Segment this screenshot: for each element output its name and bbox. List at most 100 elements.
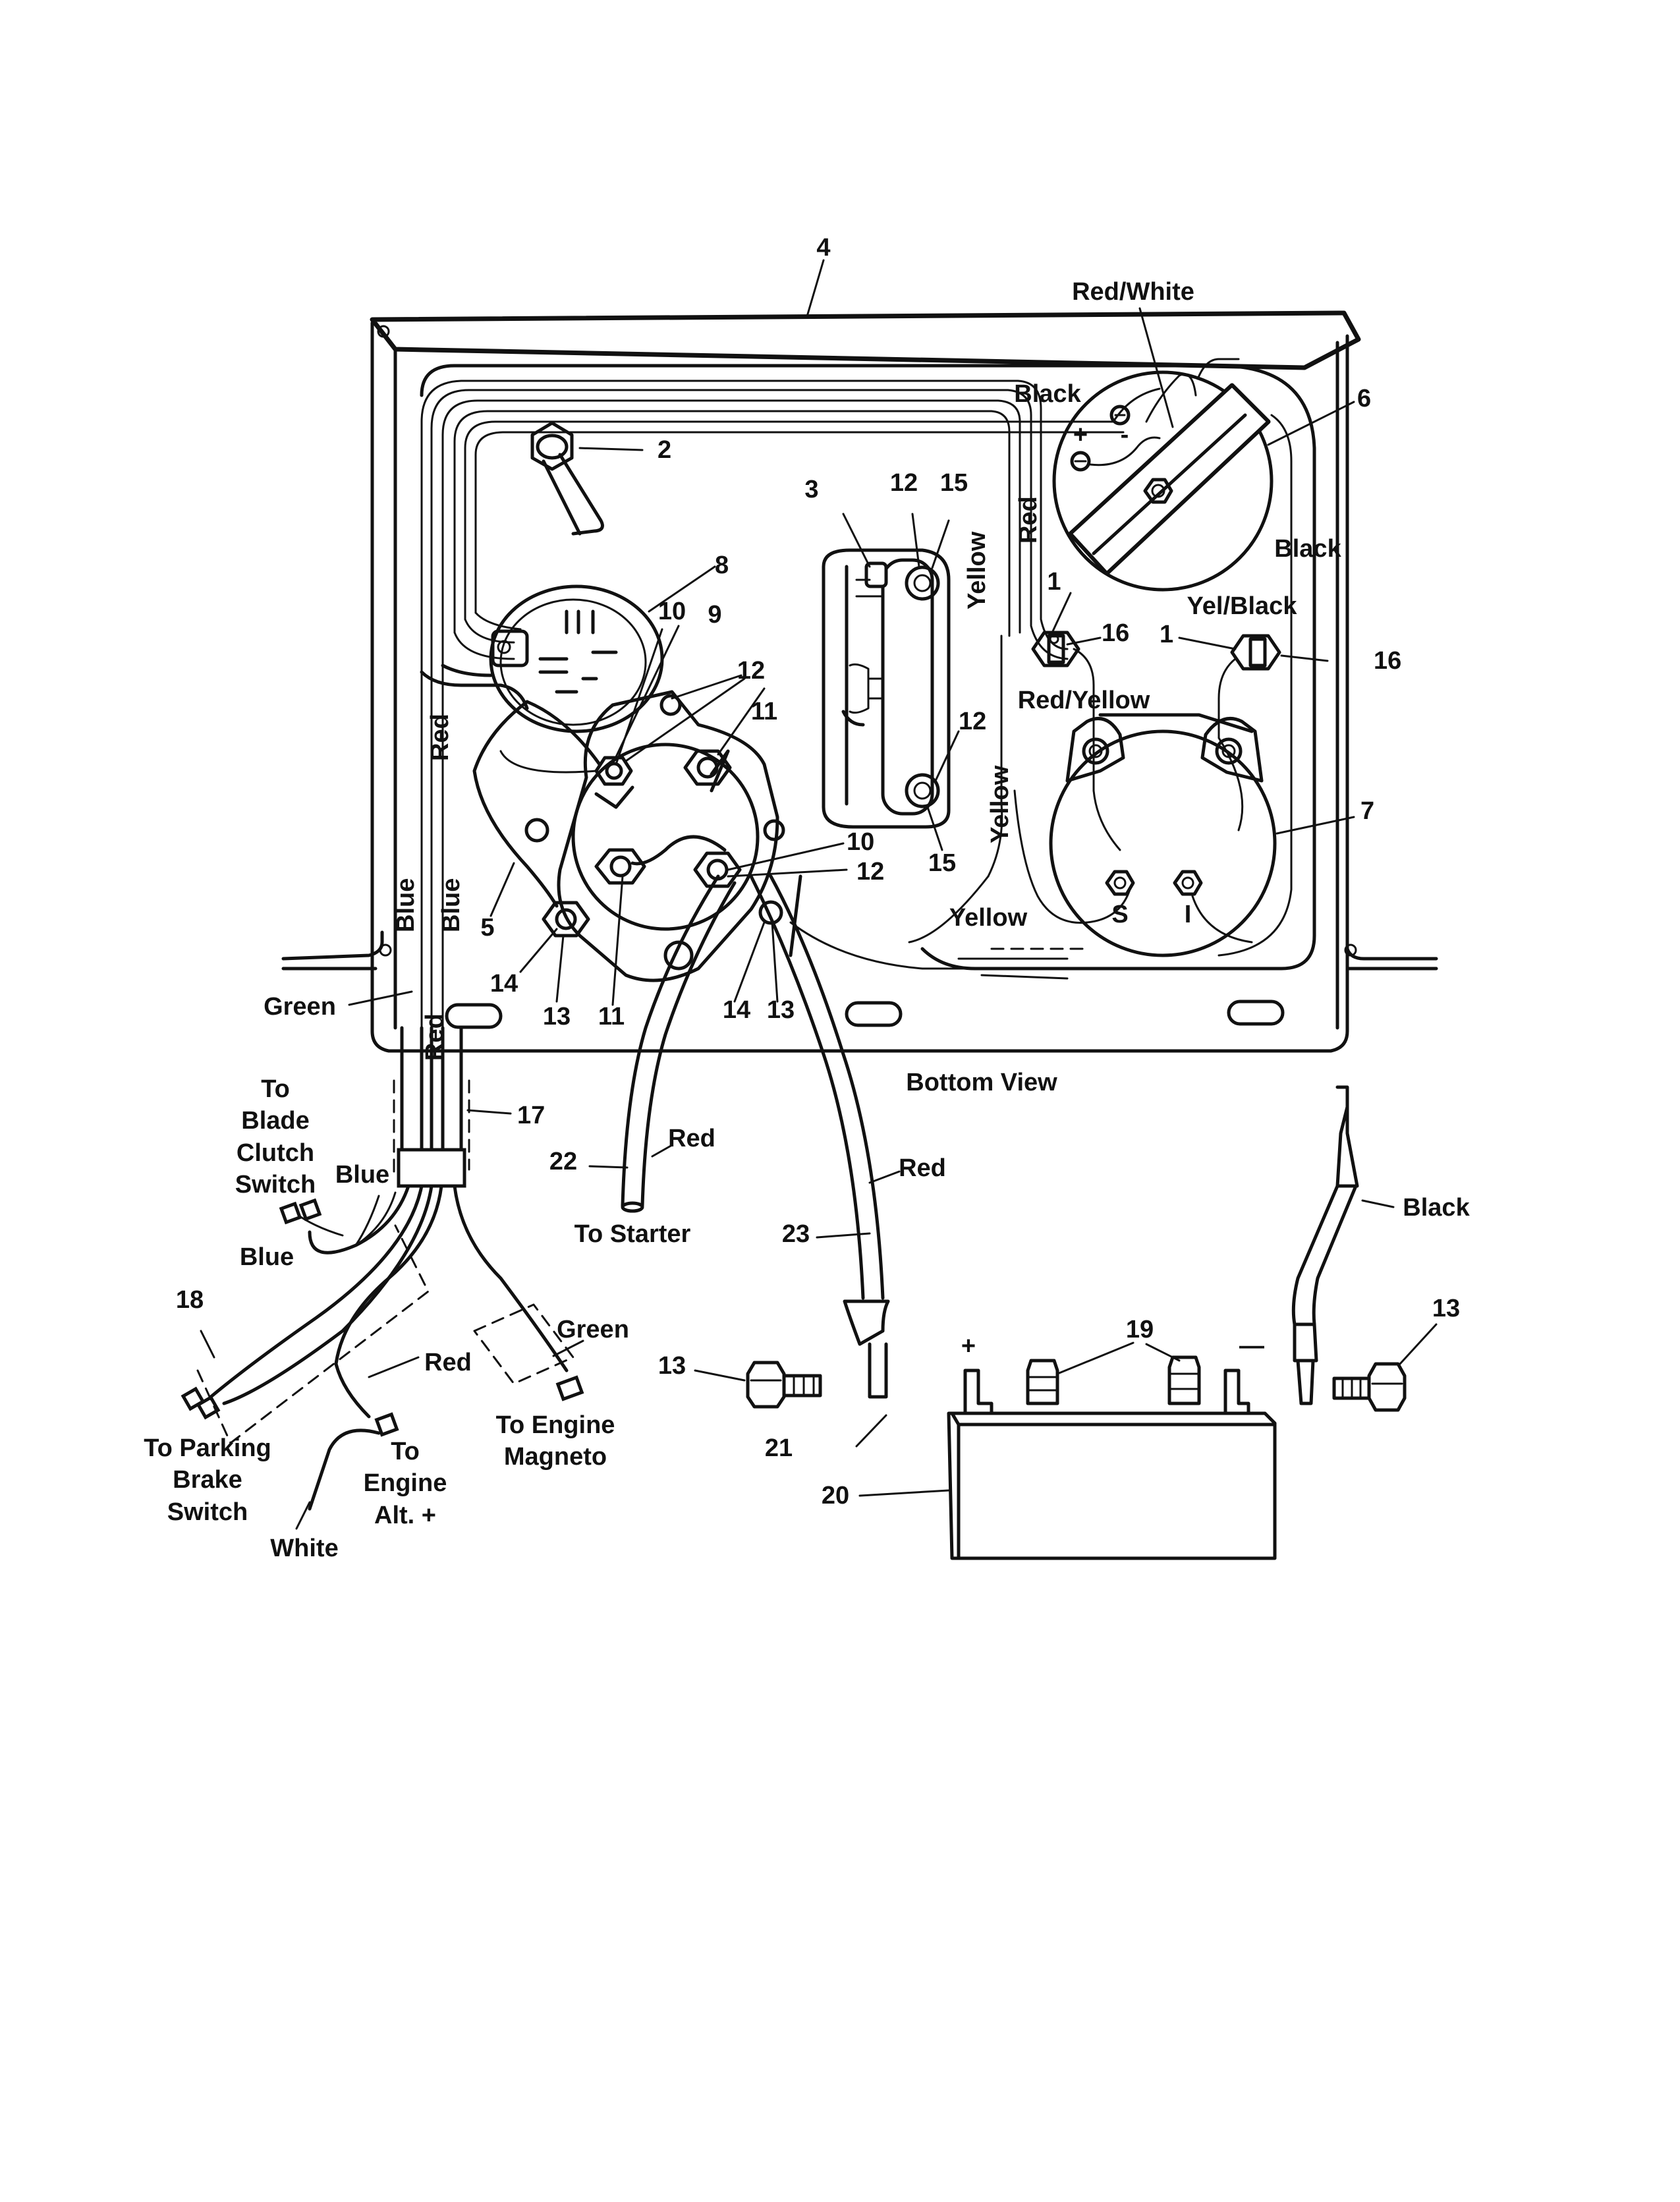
callout-16a: 16 (1102, 619, 1129, 647)
yellow-wires (789, 635, 1293, 980)
callout-2: 2 (658, 436, 671, 464)
mark-battery-minus: — (1239, 1332, 1264, 1360)
label-yellow-bottom: Yellow (949, 904, 1028, 932)
callout-7: 7 (1360, 797, 1374, 825)
callout-12a: 12 (890, 469, 918, 497)
callout-1a: 1 (1047, 568, 1061, 596)
callout-12c: 12 (959, 708, 986, 735)
wire-labels: Red/White Black Black Red Yellow Yellow … (240, 278, 1470, 1562)
svg-text:Switch: Switch (167, 1498, 248, 1526)
svg-text:Brake: Brake (173, 1466, 242, 1494)
terminal-right (1178, 634, 1329, 739)
callout-numbers: 4 2 6 8 3 12 15 1 16 1 16 10 9 12 11 12 … (176, 234, 1460, 1510)
destination-starter: To Starter (574, 1220, 691, 1248)
label-red-vertical: Red (1015, 496, 1042, 544)
svg-text:Engine: Engine (364, 1469, 447, 1497)
callout-13d: 13 (1432, 1295, 1460, 1322)
callout-13a: 13 (543, 1003, 571, 1030)
mark-battery-plus: + (961, 1332, 976, 1360)
callout-13b: 13 (767, 996, 795, 1024)
svg-text:Switch: Switch (235, 1171, 316, 1199)
label-yel-black: Yel/Black (1187, 592, 1298, 620)
dash-panel (281, 310, 1438, 1053)
label-black-top: Black (1014, 380, 1081, 408)
battery (855, 1341, 1277, 1560)
destination-blade-clutch: To Blade Clutch Switch (235, 1075, 316, 1199)
starter-cable (588, 874, 737, 1213)
svg-text:Blade: Blade (241, 1107, 309, 1135)
terminal-marks: + - S I + — (961, 421, 1264, 1360)
fuse-holder (822, 513, 960, 851)
bolt-left (694, 1361, 822, 1409)
svg-text:To Parking: To Parking (144, 1434, 271, 1462)
label-blue-a: Blue (392, 878, 420, 932)
label-green-magneto: Green (557, 1316, 629, 1343)
label-red-22: Red (668, 1125, 715, 1152)
label-red-left: Red (426, 714, 454, 761)
callout-23: 23 (782, 1220, 810, 1248)
callout-4: 4 (816, 234, 830, 262)
destination-parking-brake: To Parking Brake Switch (144, 1434, 271, 1526)
callout-18: 18 (176, 1286, 204, 1314)
label-black-right: Black (1274, 535, 1341, 563)
svg-text:To Engine: To Engine (496, 1411, 615, 1439)
label-red-harness: Red (421, 1013, 449, 1061)
mark-plus-meter: + (1073, 421, 1088, 449)
callout-16b: 16 (1374, 647, 1401, 675)
callout-19: 19 (1126, 1316, 1154, 1343)
callout-11b: 11 (598, 1003, 625, 1030)
ammeter (1052, 307, 1355, 660)
svg-text:To: To (261, 1075, 290, 1103)
wire-harness (181, 990, 584, 1530)
callout-10a: 10 (658, 598, 686, 625)
svg-text:To: To (391, 1438, 420, 1465)
callout-20: 20 (822, 1482, 849, 1510)
callout-21: 21 (765, 1434, 793, 1462)
label-red-yellow: Red/Yellow (1018, 687, 1150, 714)
callout-5: 5 (480, 914, 494, 942)
label-yellow-upper: Yellow (963, 531, 991, 609)
mark-minus-meter: - (1121, 421, 1129, 449)
mark-s: S (1111, 901, 1128, 928)
label-white: White (270, 1535, 338, 1562)
callout-12b: 12 (737, 657, 765, 685)
label-red-23: Red (899, 1154, 946, 1182)
callout-10b: 10 (847, 828, 874, 856)
callout-15a: 15 (940, 469, 968, 497)
callout-9: 9 (708, 601, 721, 629)
destination-engine-magneto: To Engine Magneto (496, 1411, 615, 1471)
svg-text:Magneto: Magneto (504, 1443, 607, 1471)
terminal-left (1031, 592, 1102, 792)
destination-engine-alt: To Engine Alt. + (364, 1438, 447, 1529)
starter-solenoid (472, 625, 848, 1006)
label-green-left: Green (264, 993, 336, 1021)
callout-6: 6 (1357, 385, 1371, 412)
label-blue-parking: Blue (240, 1243, 294, 1271)
toggle-switch (530, 421, 644, 536)
label-blue-clutch: Blue (335, 1161, 389, 1189)
svg-text:Alt. +: Alt. + (374, 1502, 436, 1529)
battery-negative-cable (1291, 1085, 1395, 1405)
mark-i: I (1185, 901, 1192, 928)
callout-3: 3 (804, 476, 818, 503)
callout-11a: 11 (751, 698, 777, 725)
callout-15b: 15 (928, 849, 956, 877)
callout-22: 22 (549, 1148, 577, 1175)
label-yellow-lower: Yellow (986, 765, 1014, 843)
main-harness (420, 380, 1161, 1029)
callout-14a: 14 (490, 970, 518, 998)
label-blue-b: Blue (437, 878, 465, 932)
callout-8: 8 (715, 551, 729, 579)
view-label: Bottom View (906, 1069, 1057, 1096)
callout-14b: 14 (723, 996, 750, 1024)
callout-1b: 1 (1160, 621, 1173, 648)
battery-positive-cable (749, 874, 901, 1399)
callout-12d: 12 (856, 858, 884, 886)
callout-13c: 13 (658, 1352, 686, 1380)
hour-meter (1013, 713, 1355, 957)
callout-17: 17 (517, 1102, 545, 1129)
label-black-cable: Black (1403, 1194, 1470, 1222)
bolt-right (1332, 1323, 1438, 1412)
svg-text:Clutch: Clutch (237, 1139, 314, 1167)
